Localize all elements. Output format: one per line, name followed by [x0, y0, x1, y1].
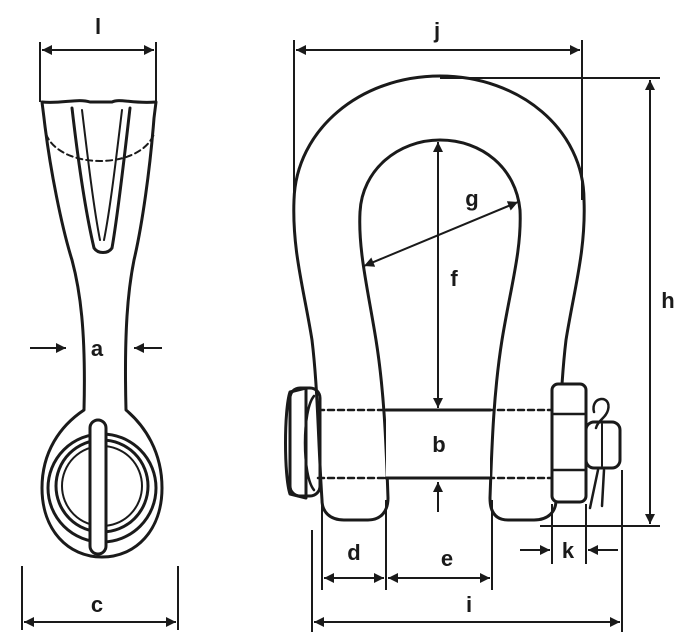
label-a: a: [91, 336, 104, 361]
front-view-pin-shaft: [386, 410, 490, 478]
front-view-nut: [550, 382, 588, 504]
label-g: g: [465, 186, 478, 211]
label-b: b: [432, 432, 445, 457]
front-view-cotter-pin-loop: [592, 397, 610, 430]
side-view-fork-slot-inner: [81, 109, 123, 241]
label-h: h: [661, 288, 674, 313]
front-view-pin-head-face: [303, 394, 316, 492]
label-j: j: [433, 18, 440, 43]
side-view-dimensions: [21, 42, 179, 630]
side-view-body-outline: [40, 99, 164, 559]
front-view-pin-head-cap: [288, 386, 322, 498]
front-view-cotter-pin-legs: [588, 468, 606, 510]
label-l: l: [95, 14, 101, 39]
label-f: f: [450, 266, 458, 291]
shackle-side-view: [40, 99, 164, 559]
shackle-front-view: [284, 74, 622, 522]
label-e: e: [441, 546, 453, 571]
dimension-labels: l a c j g f h b d e k i: [91, 14, 675, 617]
label-d: d: [347, 540, 360, 565]
side-view-hidden-arc: [45, 133, 155, 162]
label-k: k: [562, 538, 575, 563]
dim-g-arrow: [363, 201, 519, 267]
front-view-dimensions: [293, 40, 660, 632]
label-i: i: [466, 592, 472, 617]
side-view-pin-slot: [88, 418, 108, 556]
side-view-fork-slot: [70, 106, 132, 254]
label-c: c: [91, 592, 103, 617]
